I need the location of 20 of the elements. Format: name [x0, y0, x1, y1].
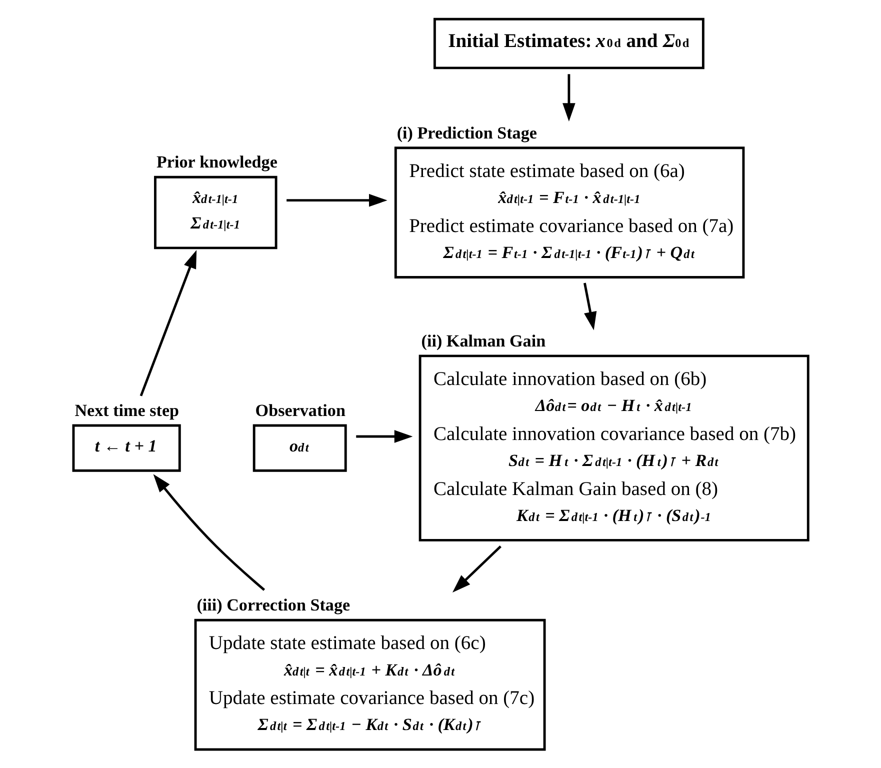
arrow [356, 430, 413, 443]
node-label: (ii) Kalman Gain [421, 331, 546, 350]
node-box: Predict state estimate based on (6a) x̂dt|t-1 = Ft-1 · x̂dt-1|t-1 Predict estimate covariance based on (7a) Σdt|t-1 = Ft-1 · Σdt-1|t-1 · (Ft-1)⊺ + Qdt [394, 146, 745, 278]
arrow [153, 474, 266, 591]
arrow [583, 282, 597, 330]
node-box: Calculate innovation based on (6b) Δôdt= odt − Ht · x̂dt|t-1 Calculate innovation covariance based on (7b) Sdt = Ht · Σdt|t-1 · (Ht)⊺ + Rdt Calculate Kalman Gain based on (8) Kdt = Σdt|t-1 · (Ht)⊺ · (Sdt)-1 [418, 354, 810, 542]
arrow [140, 250, 197, 396]
arrow [286, 194, 388, 207]
node-box: Initial Estimates: x0d and Σ0d [433, 18, 704, 70]
arrow [452, 545, 502, 592]
node-label: Prior knowledge [156, 152, 278, 172]
node-label: Next time step [74, 400, 180, 420]
node-box: odt [252, 424, 347, 472]
node-box: Update state estimate based on (6c) x̂dt|t = x̂dt|t-1 + Kdt · Δôdt Update estimate covariance based on (7c) Σdt|t = Σdt|t-1 − Kdt · Sdt · (Kdt)⊺ [194, 618, 546, 751]
node-box: x̂dt-1|t-1 Σdt-1|t-1 [154, 176, 278, 250]
node-box: t ← t + 1 [72, 424, 181, 472]
arrow [562, 74, 576, 122]
node-label: (i) Prediction Stage [396, 123, 537, 142]
node-label: (iii) Correction Stage [196, 596, 350, 615]
node-label: Observation [255, 400, 346, 420]
